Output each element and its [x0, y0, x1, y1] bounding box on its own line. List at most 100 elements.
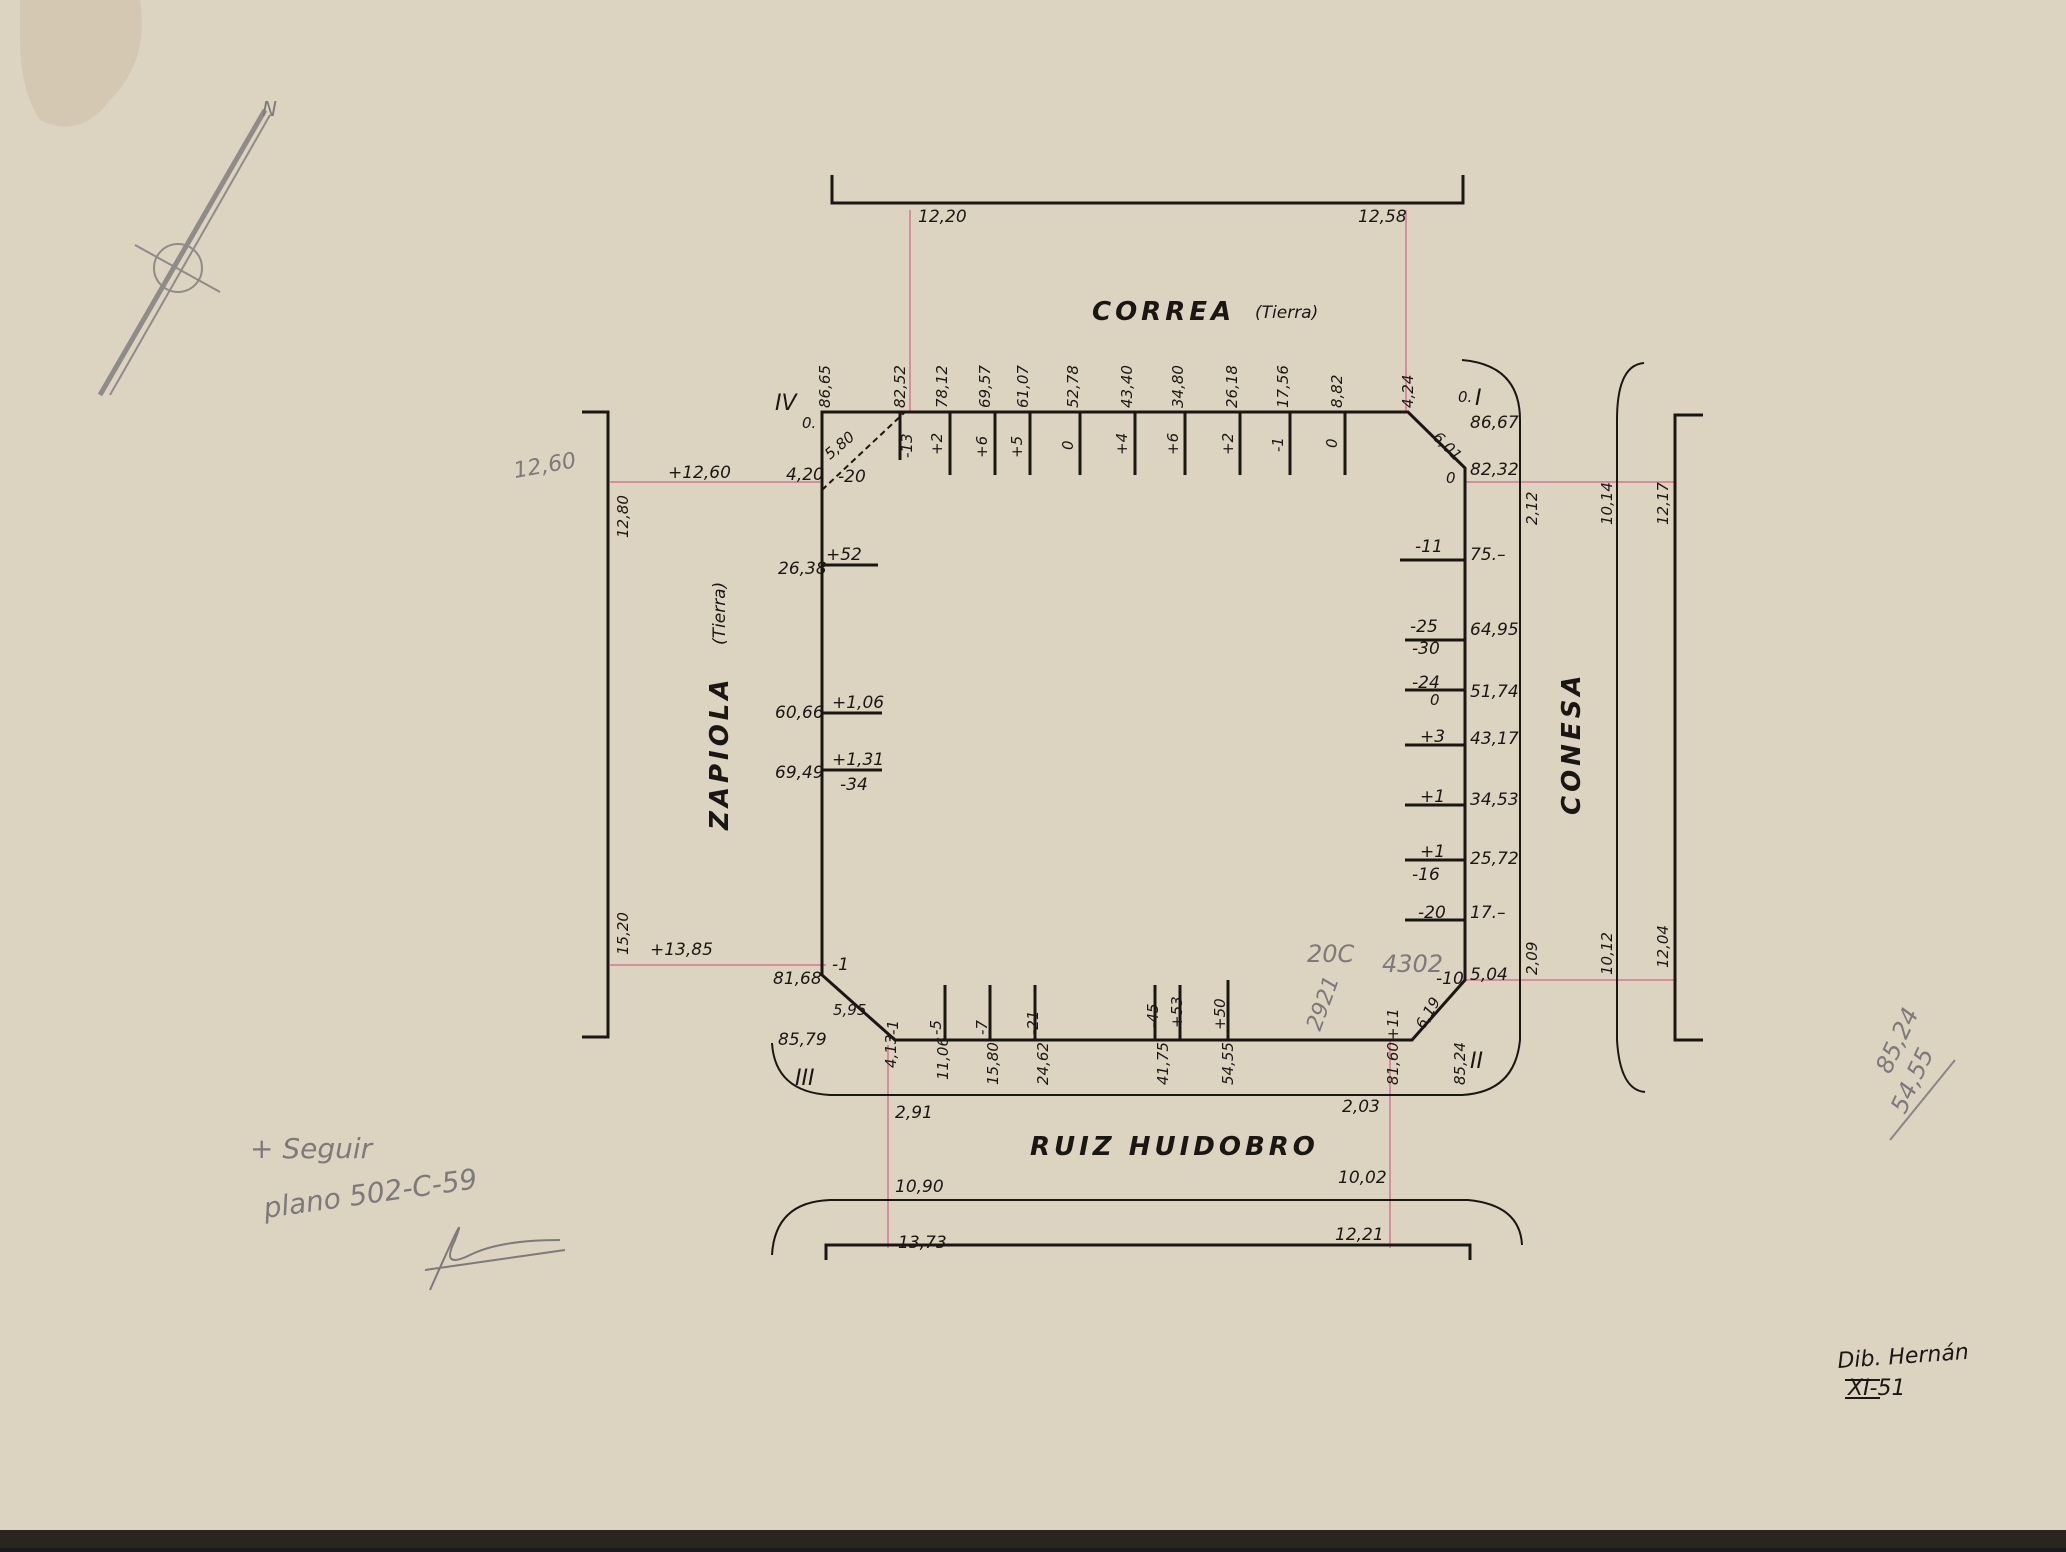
top-offsets: -13 +2 +6 +5 0 +4 +6 +2 -1 0 — [898, 433, 1341, 458]
top-corner-right-zero: 0. — [1458, 388, 1472, 406]
right-value: 75.– — [1470, 545, 1506, 565]
top-offset: -1 — [1269, 437, 1287, 452]
right-value: 82,32 — [1470, 460, 1519, 480]
signature-icon — [424, 1226, 566, 1291]
top-distance: 78,12 — [933, 365, 951, 408]
top-offset: +2 — [928, 433, 946, 455]
bottom-distance: 81,60 — [1384, 1042, 1402, 1085]
right-widths: 2,12 10,14 12,17 2,09 10,12 12,04 — [1523, 482, 1672, 975]
right-offset: +1 — [1420, 787, 1445, 807]
top-distance: 52,78 — [1064, 365, 1082, 408]
left-values: 4,20 26,38 60,66 69,49 81,68 85,79 — [773, 465, 827, 1050]
right-offsets: 0 -11 -25 -30 -24 0 +3 +1 +1 -16 -20 -10 — [1410, 469, 1464, 989]
pencil-note: 20C — [1307, 940, 1355, 968]
bottom-offset: -21 — [1024, 1011, 1042, 1036]
right-offset: -24 — [1412, 673, 1440, 693]
bottom-offset: -1 — [884, 1020, 902, 1035]
right-value: 17.– — [1470, 903, 1506, 923]
left-offset: +1,31 — [832, 750, 884, 770]
bottom-offset: +53 — [1168, 996, 1186, 1028]
corner-IV: IV — [775, 391, 798, 416]
top-offset: +2 — [1219, 433, 1237, 455]
chamfer-label: 6,19 — [1412, 994, 1444, 1032]
chamfer-label: 5,95 — [833, 1001, 866, 1019]
chamfer-label: 5,80 — [821, 428, 858, 463]
street-name-left: ZAPIOLA — [705, 676, 735, 832]
bottom-distance: 24,62 — [1034, 1042, 1052, 1085]
top-offset: 0 — [1323, 438, 1341, 448]
bottom-offset: -45 — [1144, 1004, 1162, 1029]
street-name-bottom: RUIZ HUIDOBRO — [1030, 1132, 1319, 1162]
bottom-distance: 11,06 — [934, 1037, 952, 1080]
left-pencil-annotation: 12,60 — [512, 448, 578, 484]
right-offset: -11 — [1415, 537, 1443, 557]
bottom-distance: 15,80 — [984, 1042, 1002, 1085]
pencil-note: 4302 — [1382, 950, 1443, 978]
block-outline — [820, 410, 1467, 1042]
top-width-right: 12,58 — [1358, 207, 1407, 227]
right-width: 2,09 — [1523, 942, 1541, 975]
top-distance: 82,52 — [891, 365, 909, 408]
right-offset: +3 — [1420, 727, 1445, 747]
right-offset: -30 — [1412, 639, 1440, 659]
left-ticks — [822, 563, 882, 772]
right-value: 34,53 — [1470, 790, 1519, 810]
bottom-distance: 85,24 — [1451, 1042, 1469, 1085]
top-ticks — [898, 412, 1347, 475]
right-offset: -16 — [1412, 865, 1440, 885]
right-offset: -10 — [1436, 969, 1464, 989]
top-distance: 61,07 — [1014, 365, 1032, 408]
street-name-top: CORREA — [1092, 297, 1235, 327]
top-distance: 17,56 — [1274, 365, 1292, 408]
bottom-distance: 4,13 — [882, 1035, 900, 1068]
top-distance: 69,57 — [976, 365, 994, 408]
left-offset: -1 — [832, 955, 849, 975]
bottom-width: 10,02 — [1338, 1168, 1387, 1188]
right-width: 10,14 — [1598, 482, 1616, 525]
street-note-left: (Tierra) — [710, 582, 730, 645]
bottom-width: 10,90 — [895, 1177, 944, 1197]
bottom-distance: 41,75 — [1154, 1042, 1172, 1085]
reference-lines — [610, 210, 1675, 1248]
bottom-distance: 54,55 — [1219, 1042, 1237, 1085]
right-offset: 0 — [1430, 691, 1440, 709]
top-offset: +5 — [1008, 436, 1026, 458]
left-value: 4,20 — [786, 465, 824, 485]
top-offset: +6 — [973, 436, 991, 458]
left-offsets: -20 +52 +1,06 +1,31 -34 -1 — [826, 467, 884, 975]
pencil-note-line2: plano 502-C-59 — [260, 1162, 479, 1225]
right-ticks — [1400, 558, 1465, 922]
top-distance: 26,18 — [1223, 365, 1241, 408]
left-annotation-bottom: +13,85 — [650, 940, 713, 960]
right-offset: -25 — [1410, 617, 1438, 637]
left-offset: +1,06 — [832, 693, 884, 713]
bottom-offset: -5 — [927, 1020, 945, 1035]
top-distance: 4,24 — [1399, 375, 1417, 408]
right-width: 12,17 — [1654, 482, 1672, 525]
top-distance: 34,80 — [1169, 365, 1187, 408]
left-value: 26,38 — [778, 559, 827, 579]
left-offset: -20 — [838, 467, 866, 487]
bottom-width: 13,73 — [898, 1233, 947, 1253]
right-value: 43,17 — [1470, 729, 1519, 749]
bottom-width: 2,03 — [1342, 1097, 1380, 1117]
pencil-note: 2921 — [1302, 973, 1345, 1034]
right-value: 64,95 — [1470, 620, 1519, 640]
left-annotation-top: +12,60 — [668, 463, 731, 483]
left-value: 69,49 — [775, 763, 824, 783]
top-distances: 86,65 82,52 78,12 69,57 61,07 52,78 43,4… — [816, 365, 1417, 408]
street-name-right: CONESA — [1557, 671, 1587, 815]
bottom-ticks — [943, 980, 1230, 1040]
right-width: 10,12 — [1598, 932, 1616, 975]
bottom-offset: -7 — [973, 1020, 991, 1035]
bottom-width: 2,91 — [895, 1103, 933, 1123]
left-value: 60,66 — [775, 703, 824, 723]
chamfer-label: 6,01 — [1429, 428, 1465, 464]
corner-III: III — [795, 1066, 814, 1091]
left-value: 81,68 — [773, 969, 822, 989]
street-note-top: (Tierra) — [1255, 303, 1318, 323]
left-width-top: 12,80 — [614, 495, 632, 538]
right-value: 25,72 — [1470, 849, 1519, 869]
right-width: 12,04 — [1654, 925, 1672, 968]
top-offset: +4 — [1113, 433, 1131, 455]
